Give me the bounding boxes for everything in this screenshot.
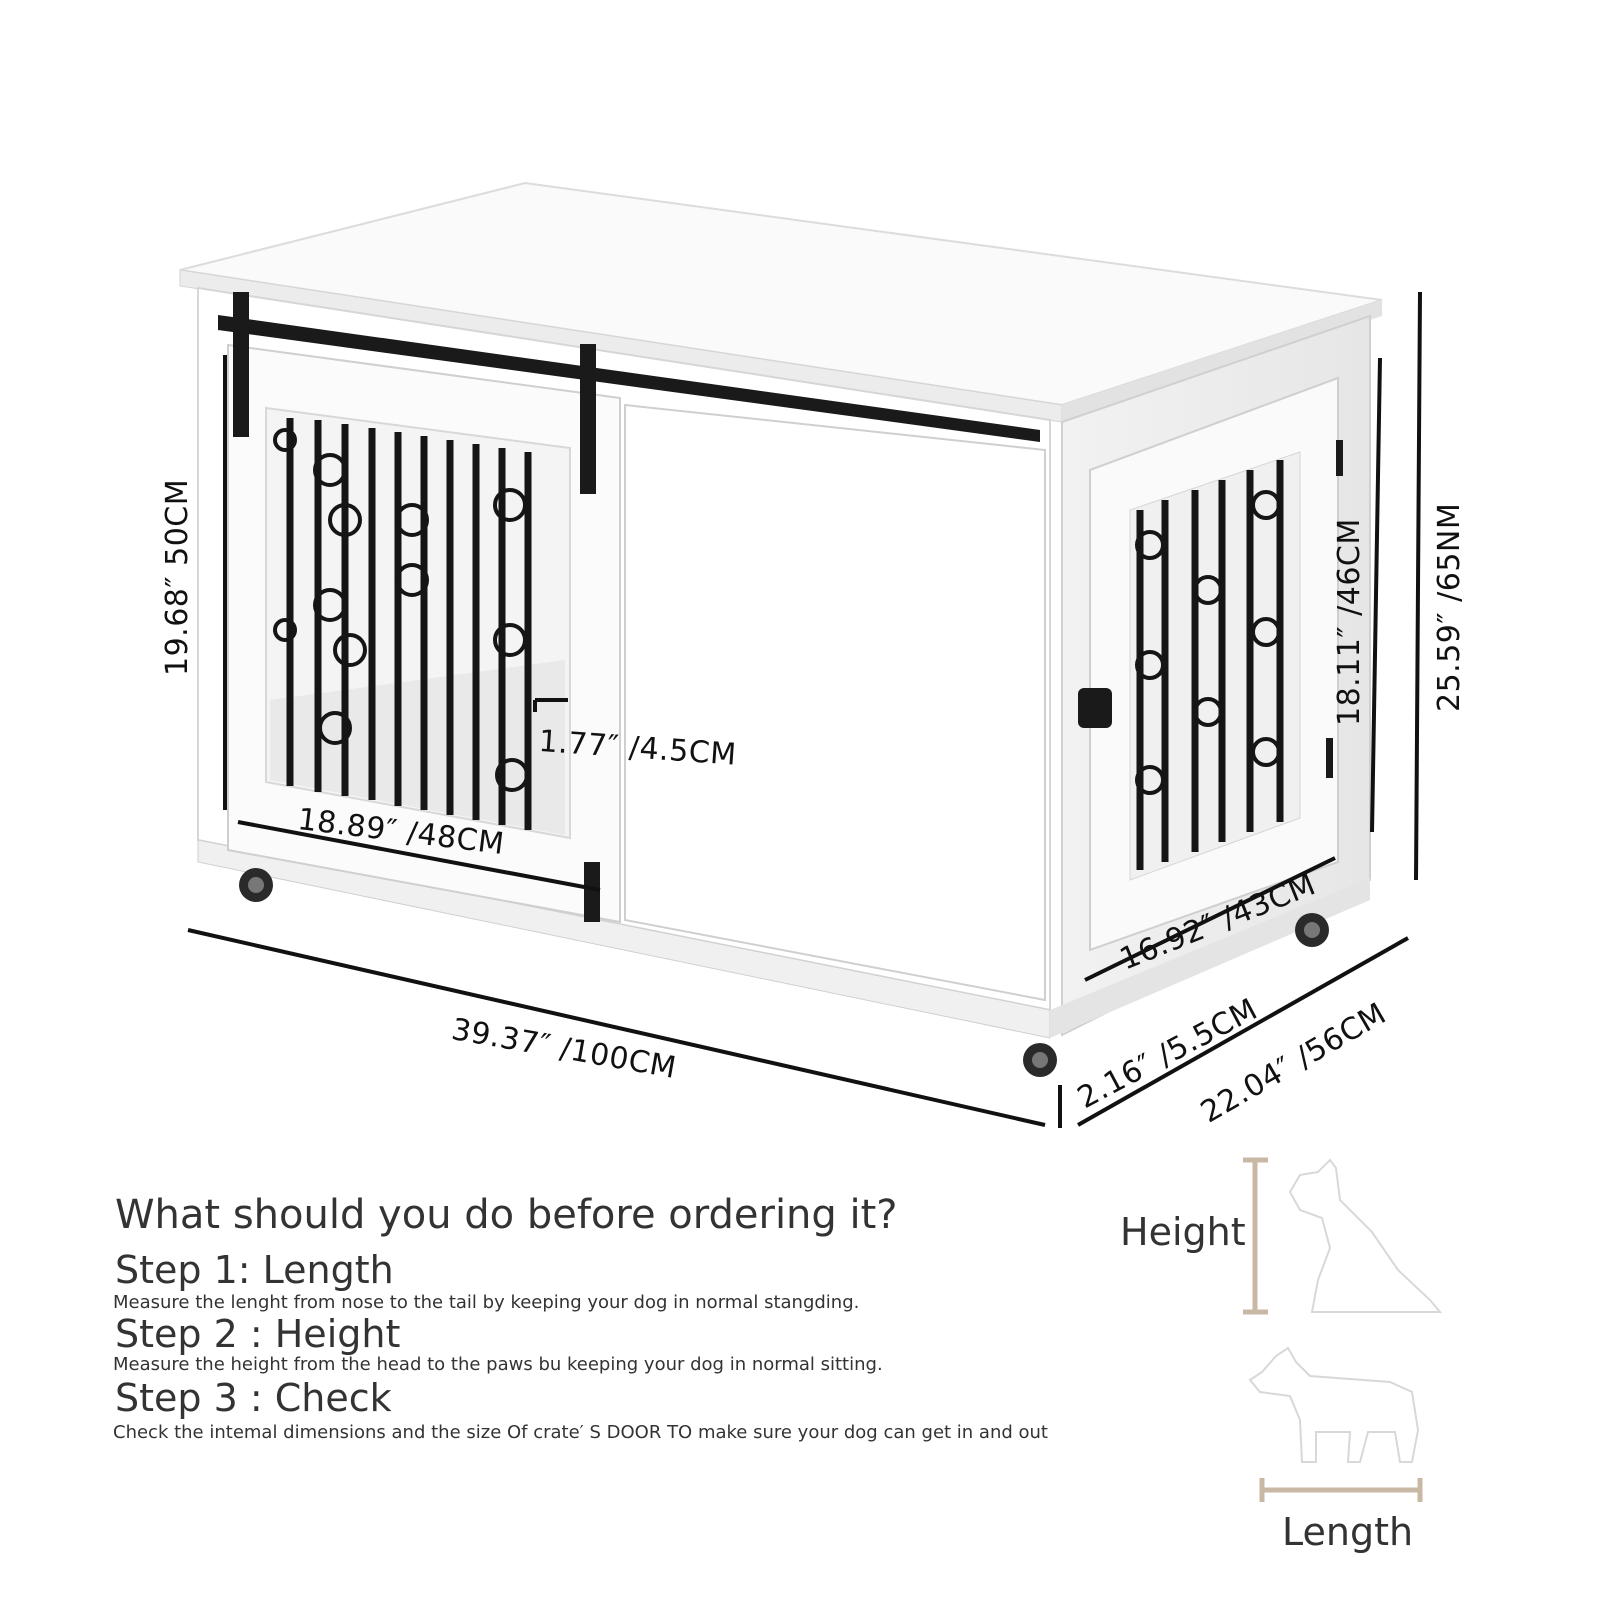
total-height-label: 25.59″ /65NM: [1432, 502, 1467, 712]
length-measure-bar: [1259, 1478, 1423, 1502]
step-1-title: Step 1: Length: [115, 1248, 394, 1292]
side-door-latch: [1078, 688, 1112, 728]
side-hinge-top: [1336, 440, 1343, 476]
side-door-window: [1129, 451, 1301, 881]
crate-base-side: [1050, 878, 1370, 1038]
inner-height-label: 19.68″ 50CM: [160, 478, 195, 676]
dog-height-label: Height: [1120, 1210, 1246, 1254]
step-3-description: Check the intemal dimensions and the siz…: [113, 1422, 1048, 1443]
step-1-description: Measure the lenght from nose to the tail…: [113, 1292, 860, 1313]
wheels: [239, 868, 1329, 1077]
sliding-door-right: [624, 403, 1046, 1002]
standing-dog-icon: [1248, 1346, 1420, 1463]
side-hinge-bottom: [1326, 738, 1333, 778]
step-2-description: Measure the height from the head to the …: [113, 1354, 883, 1375]
rail-hanger-right: [580, 344, 596, 494]
step-3-title: Step 3 : Check: [115, 1376, 392, 1420]
rail-hanger-left: [233, 292, 249, 437]
door-latch: [584, 862, 600, 922]
barn-door-rail: [218, 315, 1040, 442]
crate-top-side-edge: [1062, 300, 1382, 422]
height-measure-bar: [1243, 1157, 1268, 1315]
measurement-lines: [187, 291, 1422, 1128]
dog-length-label: Length: [1282, 1510, 1414, 1554]
door-bars: [273, 418, 532, 830]
dog-size-diagram: [1243, 1157, 1443, 1502]
side-door-bars: [1135, 460, 1284, 870]
guide-heading: What should you do before ordering it?: [115, 1192, 898, 1238]
step-2-title: Step 2 : Height: [115, 1312, 401, 1356]
sitting-dog-icon: [1288, 1158, 1443, 1313]
side-door-height-label: 18.11″ /46CM: [1332, 518, 1367, 726]
crate-illustration: [179, 181, 1383, 1077]
